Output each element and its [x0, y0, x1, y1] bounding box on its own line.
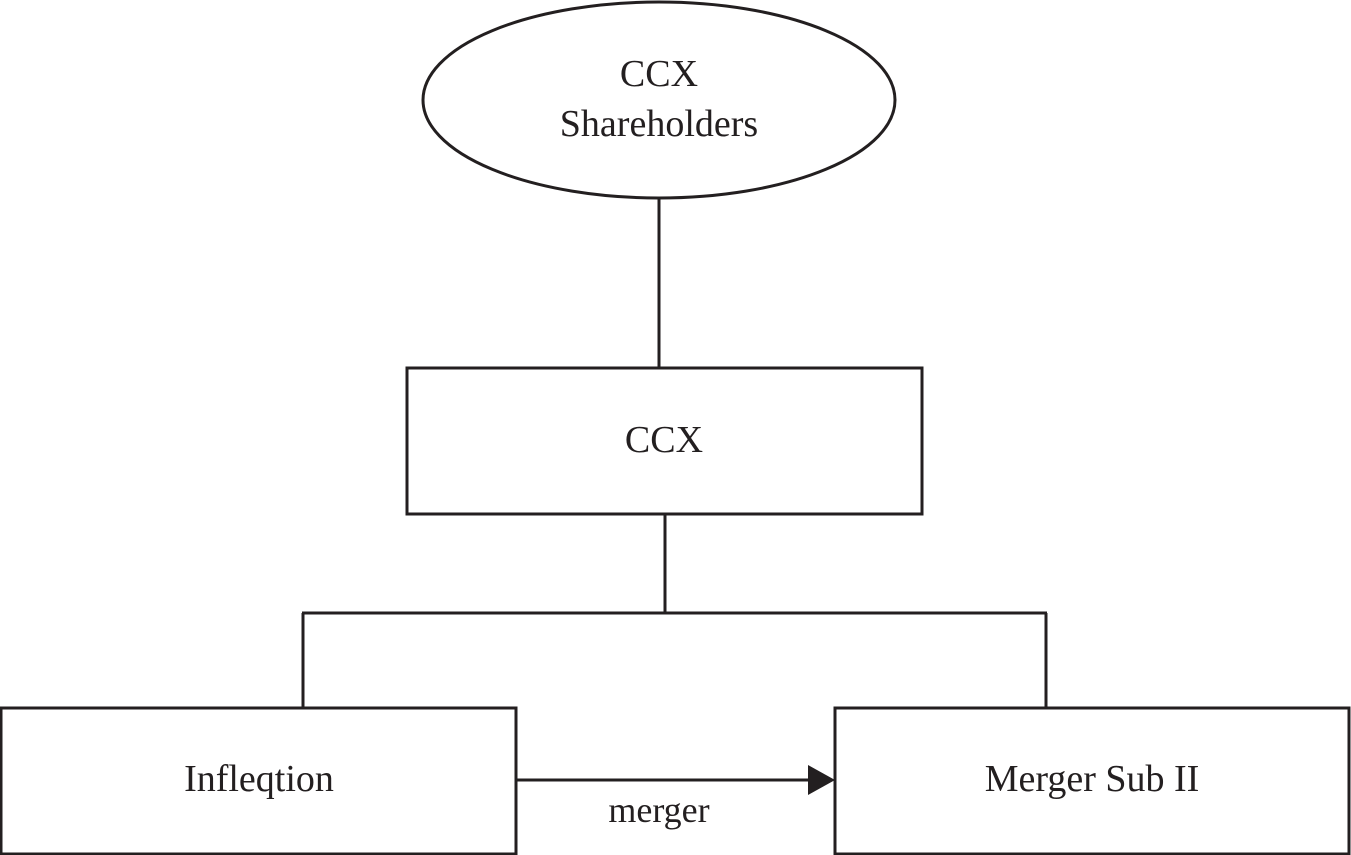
node-ccx: CCX [405, 366, 924, 516]
merger-arrow-label: merger [608, 790, 709, 830]
arrowhead-icon [808, 765, 835, 795]
node-merger-sub-ii-label: Merger Sub II [985, 758, 1200, 800]
merger-arrow: merger [516, 765, 835, 830]
infleqtion-box [0, 706, 518, 855]
node-ccx-shareholders: CCX Shareholders [421, 0, 897, 200]
connector-ccx-to-children [301, 514, 1048, 708]
node-ccx-label: CCX [625, 419, 703, 461]
node-infleqtion: Infleqtion [0, 706, 518, 855]
ellipse-shape [421, 0, 897, 200]
node-ccx-shareholders-line2: Shareholders [560, 103, 758, 145]
node-merger-sub-ii: Merger Sub II [833, 706, 1351, 855]
node-ccx-shareholders-line1: CCX [620, 53, 698, 95]
merger-sub-ii-box [833, 706, 1351, 855]
node-infleqtion-label: Infleqtion [184, 758, 334, 800]
